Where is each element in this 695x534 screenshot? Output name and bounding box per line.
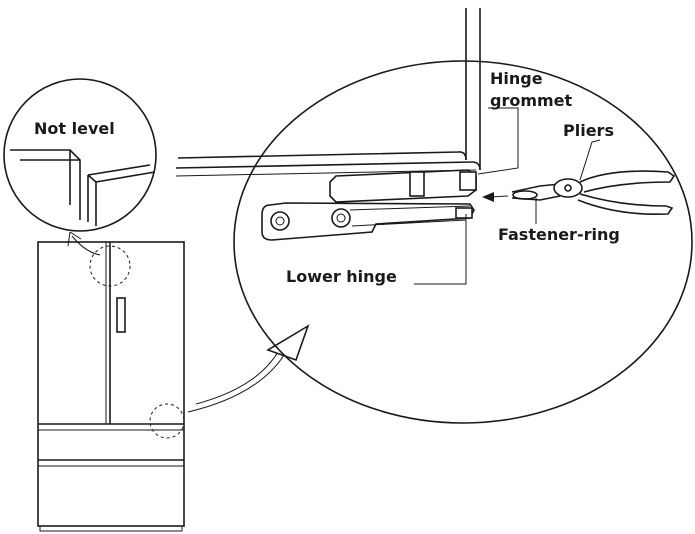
arrow-head-not-level [67, 231, 82, 247]
lower-hinge-leader [414, 214, 467, 285]
detail-ellipse [233, 60, 693, 424]
arrow-head-hinge-detail [266, 324, 310, 362]
pliers-leader [579, 139, 601, 181]
right-door-block [87, 164, 156, 226]
arrow-to-hinge-detail [187, 351, 287, 413]
arrow-to-not-level [71, 235, 101, 256]
hinge-pin [455, 207, 473, 219]
lower-hinge-label: Lower hinge [286, 267, 397, 286]
pliers-label: Pliers [563, 121, 614, 140]
pliers [511, 170, 676, 216]
hinge-hole-left [270, 211, 290, 231]
fridge-base [39, 525, 183, 532]
not-level-detail: Not level [3, 78, 157, 256]
hinge-grommet-label-2: grommet [490, 91, 573, 110]
door-handle [116, 297, 126, 333]
fastener-ring-label: Fastener-ring [498, 225, 620, 244]
hinge-grommet-leader [477, 107, 519, 175]
fridge-body [37, 241, 185, 527]
lower-hinge-plate [261, 202, 475, 241]
not-level-label: Not level [34, 119, 115, 138]
door-bottom-edge [177, 151, 467, 161]
lower-hinge-dashed-circle [149, 403, 185, 439]
not-level-circle [3, 78, 157, 232]
pliers-arrow-head [482, 192, 494, 202]
hinge-grommet [329, 169, 477, 203]
top-door-dashed-circle [89, 245, 131, 287]
hinge-grommet-label-1: Hinge [490, 69, 543, 88]
hinge-hole-right [331, 208, 351, 228]
left-door-block [10, 149, 81, 220]
refrigerator [37, 241, 310, 532]
hinge-detail: Hinge grommet Pliers Fastener-ring Lower… [175, 8, 693, 424]
